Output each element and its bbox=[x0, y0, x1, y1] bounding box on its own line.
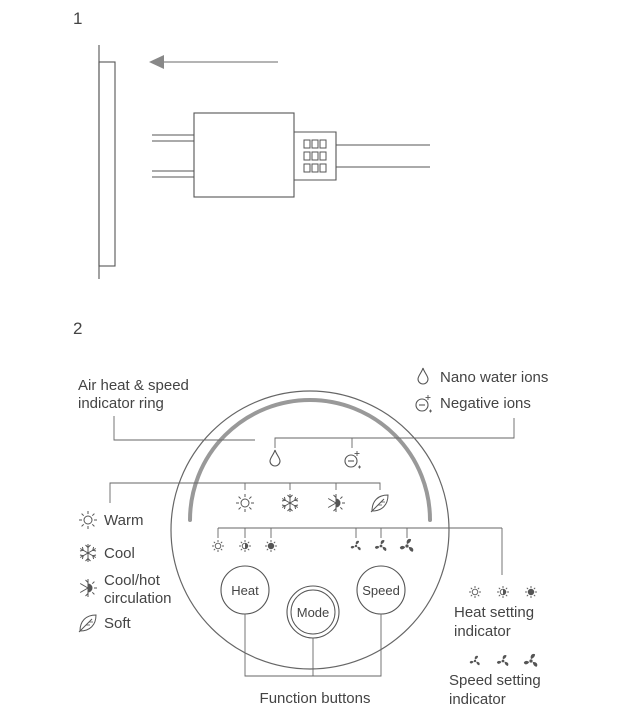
snowflake-icon bbox=[281, 493, 299, 513]
leaf-icon bbox=[370, 494, 389, 513]
negative-ion-icon bbox=[344, 451, 361, 469]
ring-callout-line bbox=[113, 416, 255, 441]
function-buttons-label: Function buttons bbox=[260, 690, 371, 707]
step-2-number: 2 bbox=[73, 319, 82, 338]
negative-ions-label: Negative ions bbox=[440, 395, 531, 412]
heat-level-2-icon bbox=[239, 540, 251, 552]
speed-setting-label-line1: Speed setting bbox=[449, 672, 541, 689]
indicator-ring bbox=[188, 398, 432, 522]
cable-grip bbox=[294, 131, 337, 181]
heat-setting-label-line1: Heat setting bbox=[454, 604, 534, 621]
power-cable bbox=[336, 144, 430, 168]
ring-callout-line1: Air heat & speed bbox=[78, 377, 189, 394]
step-1-number: 1 bbox=[73, 9, 82, 28]
heat-button-label: Heat bbox=[231, 583, 259, 598]
sun-icon bbox=[78, 510, 98, 530]
heat-button[interactable]: Heat bbox=[220, 565, 270, 615]
fan-icon bbox=[496, 654, 509, 666]
negative-ion-icon bbox=[415, 395, 432, 413]
mode-button[interactable]: Mode bbox=[286, 585, 340, 639]
ion-callout-line bbox=[274, 418, 515, 448]
heat-level-1-icon bbox=[468, 585, 482, 599]
snowflake-icon bbox=[79, 543, 97, 563]
plug-prongs bbox=[152, 134, 194, 178]
mode-circulation-label-line1: Cool/hot bbox=[104, 572, 161, 589]
circulation-icon bbox=[327, 493, 346, 513]
fan-icon bbox=[374, 539, 387, 551]
mode-warm-label: Warm bbox=[104, 512, 143, 529]
heat-setting-label-line2: indicator bbox=[454, 623, 511, 640]
circulation-icon bbox=[79, 578, 98, 598]
speed-button[interactable]: Speed bbox=[356, 565, 406, 615]
plug-body bbox=[193, 112, 295, 198]
heat-level-3-icon bbox=[265, 540, 277, 552]
sun-icon bbox=[235, 493, 255, 513]
nano-water-ions-label: Nano water ions bbox=[440, 369, 548, 386]
heat-level-3-icon bbox=[525, 586, 537, 598]
fan-icon bbox=[399, 538, 414, 552]
wall-panel bbox=[98, 61, 116, 267]
control-panel bbox=[170, 390, 450, 670]
mode-cool-label: Cool bbox=[104, 545, 135, 562]
arrow-left-icon bbox=[149, 55, 278, 69]
heat-level-2-icon bbox=[497, 586, 509, 598]
mode-button-label: Mode bbox=[297, 605, 330, 620]
speed-setting-label-line2: indicator bbox=[449, 691, 506, 708]
ring-callout-line2: indicator ring bbox=[78, 395, 164, 412]
water-drop-icon bbox=[417, 367, 429, 385]
fan-icon bbox=[350, 540, 361, 551]
mode-soft-label: Soft bbox=[104, 615, 132, 632]
fan-icon bbox=[523, 653, 538, 667]
heat-level-1-icon bbox=[211, 539, 225, 553]
fan-icon bbox=[469, 655, 480, 666]
mode-circulation-label-line2: circulation bbox=[104, 590, 172, 607]
leaf-icon bbox=[78, 614, 97, 633]
water-drop-icon bbox=[269, 449, 281, 467]
speed-button-label: Speed bbox=[362, 583, 400, 598]
